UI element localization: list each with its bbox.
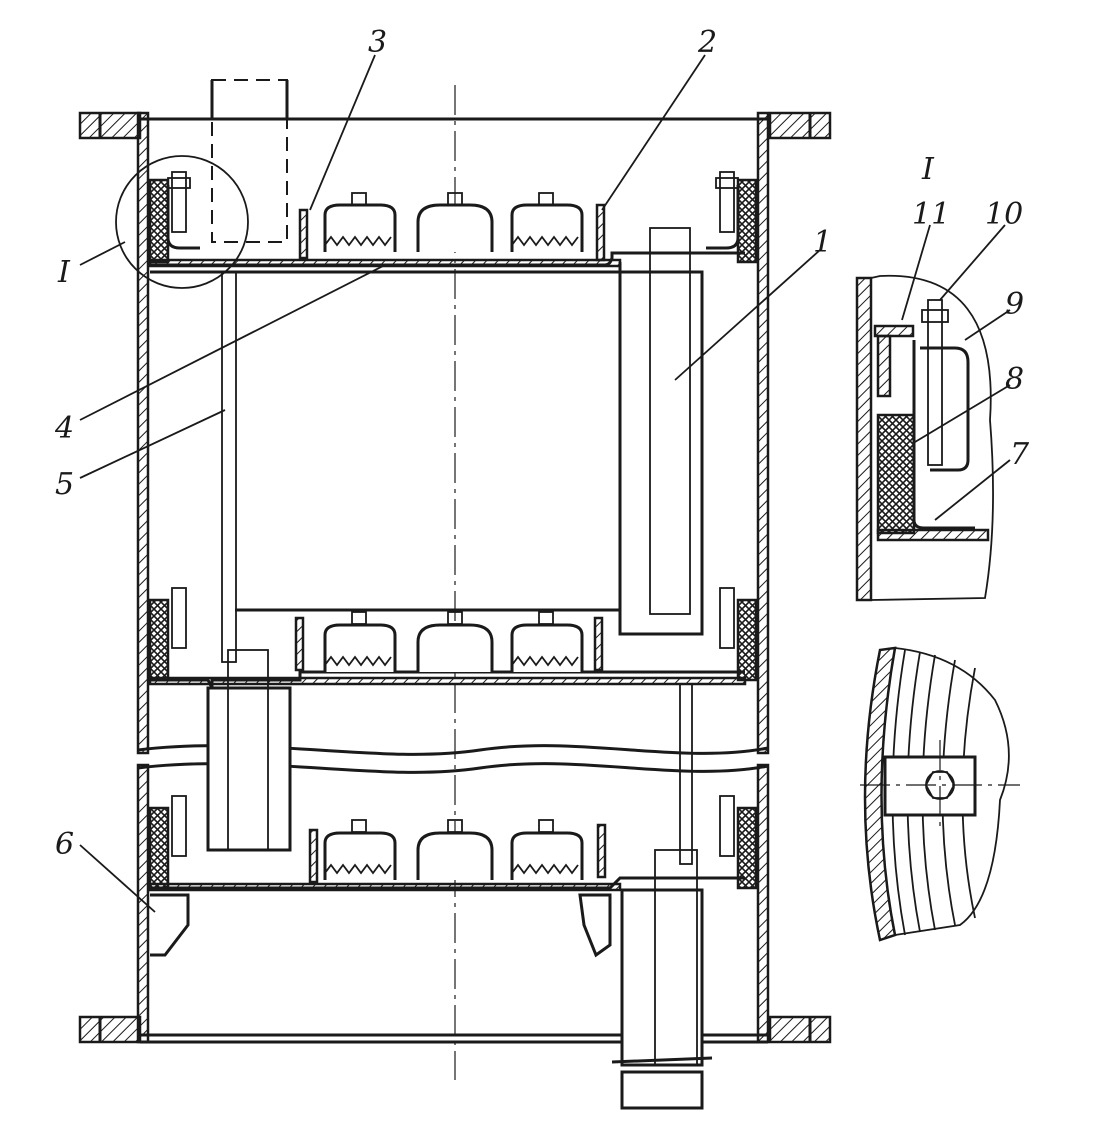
leader-5 [79,409,226,479]
bolt-right-top [719,171,735,233]
downcomer-bottom [620,888,704,1067]
top-flange-right [768,111,832,140]
label-4: 4 [55,411,75,446]
left-wall-upper [136,111,150,755]
leader-3 [309,54,376,211]
label-5: 5 [55,467,75,502]
leader-8 [914,384,1011,443]
leader-lines [79,54,1011,913]
label-7: 7 [1010,437,1030,472]
label-3: 3 [368,25,388,60]
label-9: 9 [1005,287,1025,322]
bottom-flange-right [768,1015,832,1044]
label-detail-I: I [58,255,70,290]
leader-6 [79,844,156,913]
right-wall-upper [756,111,770,755]
downcomer-1 [618,270,704,636]
detail-ring-7 [912,340,975,530]
weir-2 [595,203,606,262]
seal-left-mid [148,598,170,682]
leader-11 [901,224,931,321]
seal-left-top [148,178,170,264]
detail-wall [855,276,873,602]
top-flange-left [78,111,142,140]
detail-circle-I [115,155,249,289]
detail-bolt-10 [927,299,943,466]
seal-right-bot [736,806,758,890]
tray-upper [115,79,758,663]
tray-middle [148,587,758,865]
bolt-left-top [171,171,187,233]
bottom-flange-left [78,1015,142,1044]
right-wall-lower [756,763,770,1044]
label-detail-title: I [922,152,934,187]
tray-lower [148,795,758,1110]
leader-7 [934,459,1011,521]
leader-2 [601,54,706,211]
label-8: 8 [1005,362,1025,397]
cap-2 [416,203,494,252]
seal-left-bot [148,806,170,890]
leader-9 [964,309,1011,341]
seal-right-top [736,178,758,264]
seal-right-mid [736,598,758,682]
plan-view [860,646,1020,942]
leader-1 [674,249,821,381]
label-11: 11 [912,197,951,232]
leader-4 [79,264,386,421]
detail-I-view [855,274,994,602]
downcomer-middle [206,686,292,852]
plan-clamp [883,755,977,817]
leader-I [79,241,126,266]
label-10: 10 [985,197,1024,232]
weir-3 [298,208,309,260]
label-6: 6 [55,827,75,862]
support-6 [150,893,190,957]
label-1: 1 [813,225,833,260]
label-2: 2 [698,25,718,60]
leader-10 [939,224,1006,301]
tie-rod-5 [221,271,237,663]
dashed-pipe [211,79,288,243]
detail-packing-8 [876,413,916,535]
